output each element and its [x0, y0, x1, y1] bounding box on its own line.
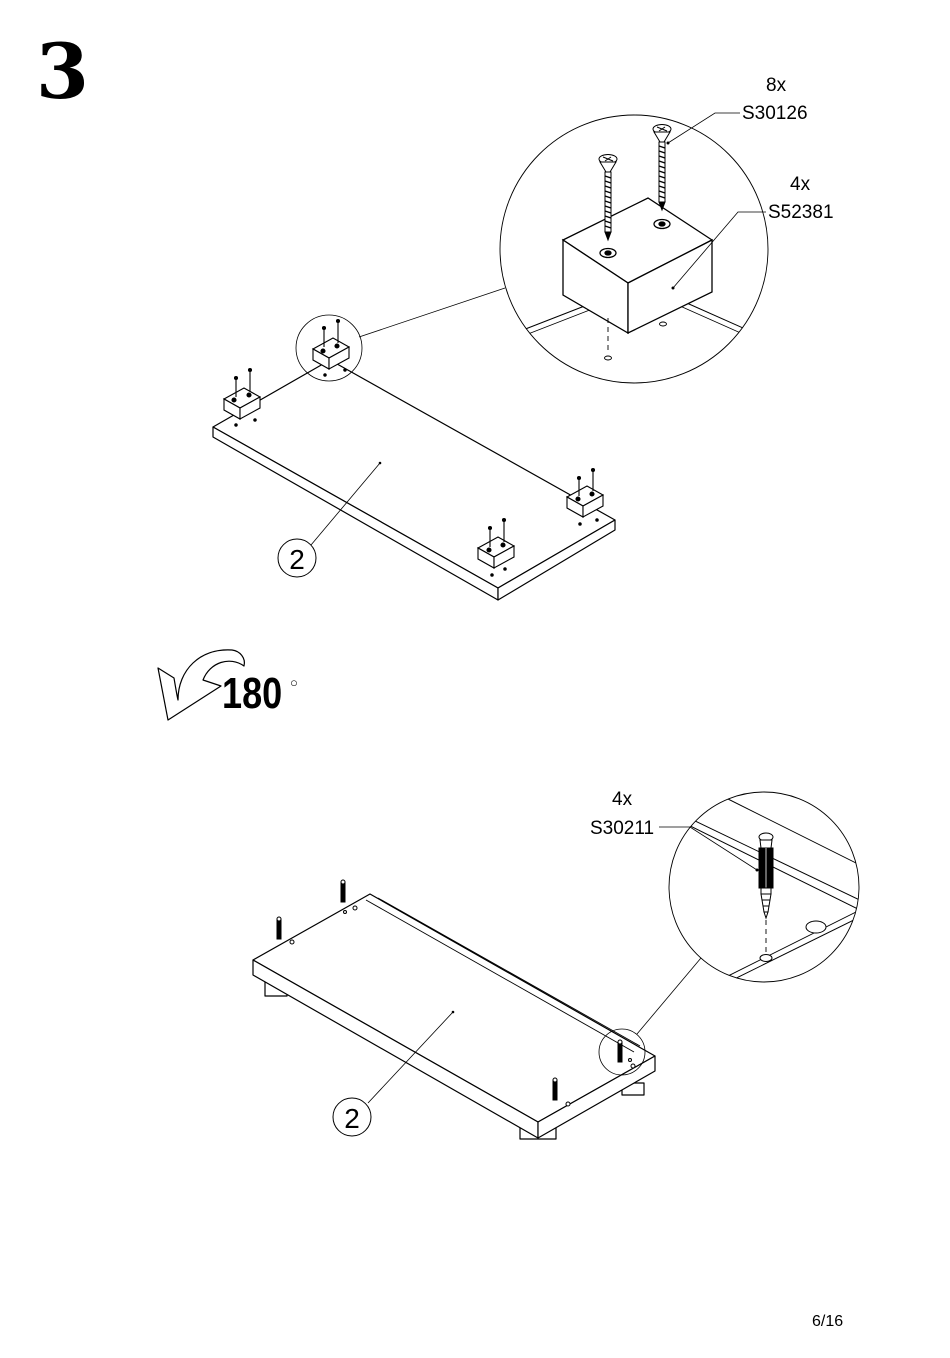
- detail-connector-line: [359, 288, 505, 337]
- foot-code: S52381: [768, 203, 834, 222]
- degree-symbol: ○: [290, 676, 298, 689]
- screw-quantity: 8x: [766, 76, 786, 95]
- part-2-badge-bottom: 2: [333, 1098, 371, 1136]
- cam-bolt-2: [341, 880, 345, 902]
- panel-2-top-face: [213, 360, 615, 588]
- part-2-label: 2: [289, 544, 305, 575]
- detail-connector-line-bottom: [637, 952, 706, 1034]
- page-number: 6/16: [812, 1313, 843, 1331]
- foot-quantity: 4x: [790, 175, 810, 194]
- rotation-angle: 180: [222, 672, 282, 716]
- cam-quantity: 4x: [612, 790, 632, 809]
- part-2-badge-top: 2: [278, 539, 316, 577]
- cam-bolt-1: [277, 917, 281, 939]
- bottom-panel-assembly: [253, 894, 655, 1139]
- top-panel-assembly: [213, 360, 615, 600]
- screw-code: S30126: [742, 104, 808, 123]
- cam-bolt-4: [618, 1040, 622, 1062]
- cam-bolt-3: [553, 1078, 557, 1100]
- part-2-label-bottom: 2: [344, 1103, 360, 1134]
- cam-code: S30211: [590, 819, 654, 838]
